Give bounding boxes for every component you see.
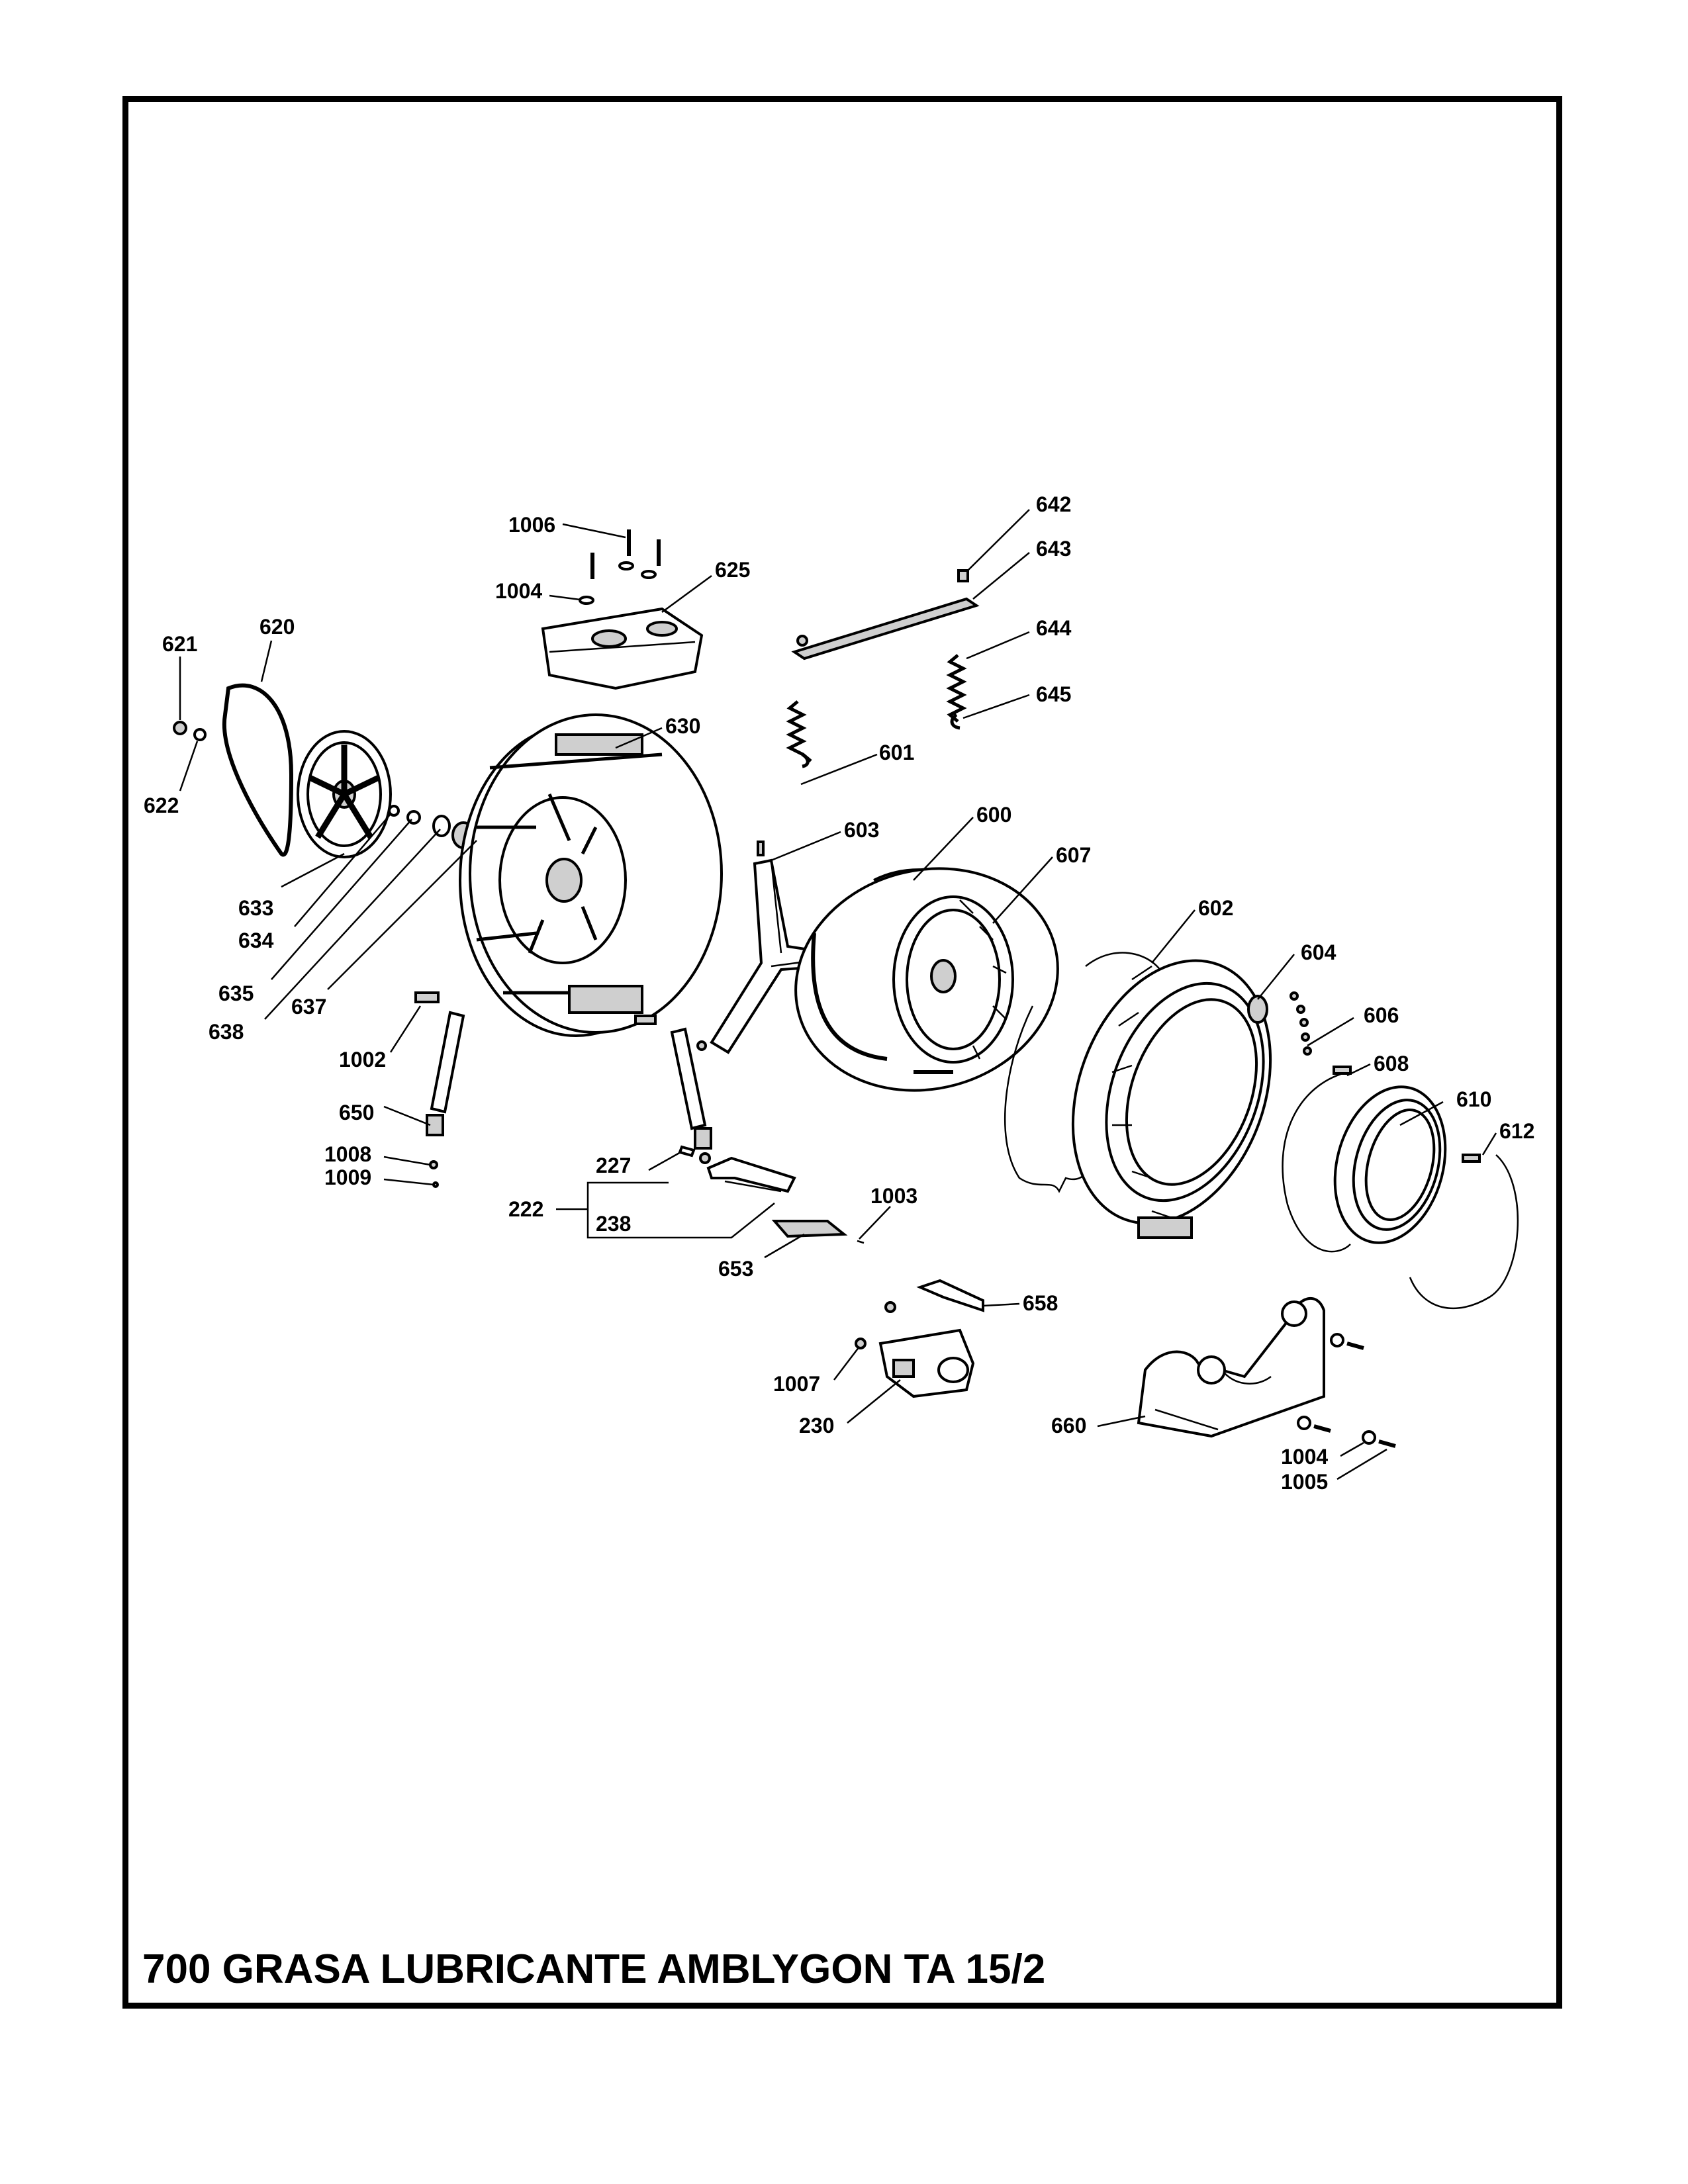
callout-1008: 1008 bbox=[324, 1142, 371, 1166]
callout-633: 633 bbox=[238, 896, 273, 920]
callout-658: 658 bbox=[1023, 1291, 1058, 1315]
callout-610: 610 bbox=[1456, 1087, 1491, 1111]
clip bbox=[957, 569, 969, 582]
callout-600: 600 bbox=[976, 803, 1011, 827]
outer-clamp bbox=[1282, 1071, 1351, 1253]
belt bbox=[222, 683, 294, 857]
drain-pump bbox=[878, 1328, 975, 1398]
drawing-frame bbox=[122, 96, 1562, 2009]
callout-1003: 1003 bbox=[870, 1184, 917, 1208]
drum bbox=[794, 867, 1059, 1092]
callout-630: 630 bbox=[665, 714, 700, 738]
lubricant-note: 700 GRASA LUBRICANTE AMBLYGON TA 15/2 bbox=[142, 1946, 1046, 1992]
top-counterweight bbox=[541, 607, 704, 690]
callout-222: 222 bbox=[508, 1197, 543, 1221]
outer-clamp-end bbox=[1333, 1066, 1352, 1075]
callout-606: 606 bbox=[1364, 1003, 1399, 1027]
callout-1002: 1002 bbox=[339, 1048, 386, 1071]
nut-1008 bbox=[429, 1160, 438, 1169]
callout-643: 643 bbox=[1036, 537, 1071, 561]
pin bbox=[678, 1145, 696, 1158]
callout-1005: 1005 bbox=[1281, 1470, 1328, 1494]
callout-1009: 1009 bbox=[324, 1165, 371, 1189]
rear-tub bbox=[459, 713, 723, 1037]
bottom-counterweight bbox=[1137, 1297, 1325, 1438]
spring-left bbox=[786, 700, 812, 768]
callout-607: 607 bbox=[1056, 843, 1091, 867]
part-drawings bbox=[173, 529, 1519, 1448]
callout-642: 642 bbox=[1036, 492, 1071, 516]
callout-644: 644 bbox=[1036, 616, 1072, 640]
callout-602: 602 bbox=[1198, 896, 1233, 920]
callout-608: 608 bbox=[1374, 1052, 1409, 1075]
callout-603: 603 bbox=[844, 818, 879, 842]
inner-clamp bbox=[1409, 1154, 1519, 1310]
callout-601: 601 bbox=[879, 741, 914, 764]
bolts-top bbox=[579, 529, 661, 605]
callout-230: 230 bbox=[799, 1414, 834, 1437]
callout-620: 620 bbox=[259, 615, 295, 639]
callout-637: 637 bbox=[291, 995, 326, 1019]
callout-1004-top: 1004 bbox=[495, 579, 542, 603]
callout-238: 238 bbox=[596, 1212, 631, 1236]
screw-1003 bbox=[857, 1240, 865, 1244]
counterweight-fasteners bbox=[1297, 1333, 1396, 1448]
door-gasket bbox=[1333, 1085, 1447, 1244]
screw-small bbox=[388, 805, 400, 817]
callout-1004-bottom: 1004 bbox=[1281, 1445, 1328, 1469]
washer-1009 bbox=[432, 1181, 439, 1188]
shock-absorber-left bbox=[426, 1011, 465, 1136]
callout-650: 650 bbox=[339, 1101, 374, 1124]
callout-1007: 1007 bbox=[773, 1372, 820, 1396]
pump-screw-b bbox=[855, 1338, 867, 1349]
callout-612: 612 bbox=[1499, 1119, 1534, 1143]
callout-660: 660 bbox=[1051, 1414, 1086, 1437]
washer bbox=[193, 728, 207, 741]
plate bbox=[771, 1220, 848, 1238]
shock-absorber-right bbox=[634, 1015, 712, 1164]
leader-lines bbox=[179, 509, 1497, 1480]
callout-625: 625 bbox=[715, 558, 750, 582]
callout-638: 638 bbox=[209, 1020, 244, 1044]
callout-635: 635 bbox=[218, 981, 254, 1005]
callout-622: 622 bbox=[144, 794, 179, 817]
callout-1006: 1006 bbox=[508, 513, 555, 537]
callout-653: 653 bbox=[718, 1257, 753, 1281]
shock-bolt bbox=[414, 991, 440, 1003]
callout-634: 634 bbox=[238, 929, 274, 952]
callout-227: 227 bbox=[596, 1154, 631, 1177]
callout-604: 604 bbox=[1301, 940, 1336, 964]
bracket bbox=[706, 1156, 796, 1193]
pump-screw-a bbox=[884, 1301, 896, 1313]
front-tub-screws bbox=[1289, 991, 1312, 1056]
callout-645: 645 bbox=[1036, 682, 1071, 706]
spider-screw bbox=[757, 841, 765, 856]
callout-labels: 1006 642 643 625 1004 621 620 644 645 62… bbox=[144, 492, 1534, 1494]
inner-clamp-end bbox=[1462, 1154, 1481, 1163]
suspension-bar bbox=[791, 597, 980, 660]
front-tub bbox=[1071, 959, 1272, 1239]
hose bbox=[916, 1279, 984, 1312]
spring-right bbox=[946, 654, 967, 730]
callout-621: 621 bbox=[162, 632, 197, 656]
nut bbox=[173, 721, 187, 735]
clip-left bbox=[796, 635, 808, 647]
pulley bbox=[297, 730, 392, 858]
